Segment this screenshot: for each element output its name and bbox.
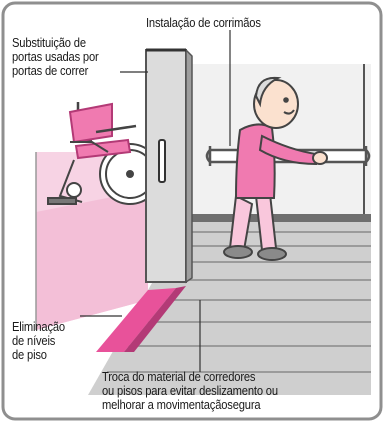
corridor-floor [88,220,371,395]
pink-room-floor-light [36,190,148,330]
door-handle [158,139,166,183]
elderly-person [223,76,328,261]
threshold-ramp-edge [124,286,186,352]
label-handrail-installation: Instalação de corrimãos [146,15,261,30]
sliding-door-edge [185,48,193,284]
label-level-removal: Eliminação de níveis de piso [12,319,65,362]
label-door-replacement: Substituição de portas usadas por portas… [12,35,99,78]
floor-edge-shadow [186,214,371,222]
label-floor-replacement: Troca do material de corredores ou pisos… [102,369,278,412]
leader-lines [80,30,231,372]
threshold-ramp [96,288,176,352]
